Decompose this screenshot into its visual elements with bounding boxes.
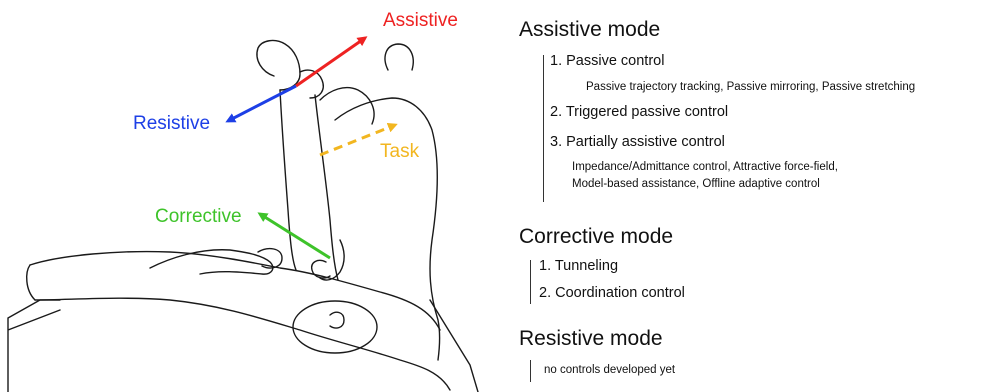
patient-left-leg: [26, 264, 36, 301]
corrective-mode-title: Corrective mode: [519, 225, 674, 248]
task-arrow: [319, 122, 398, 157]
resistive-mode-bar: [530, 360, 531, 382]
partially-assistive-details-line2: Model-based assistance, Offline adaptive…: [572, 178, 820, 190]
patient-torso: [29, 250, 441, 331]
tunneling-item: 1. Tunneling: [539, 258, 619, 274]
therapist-arm-up: [319, 86, 375, 125]
raised-leg-back: [314, 94, 339, 281]
corrective-label: Corrective: [155, 206, 242, 227]
resistive-mode-note: no controls developed yet: [544, 364, 676, 376]
triggered-passive-control-item: 2. Triggered passive control: [550, 104, 729, 120]
bed-outline: [7, 299, 61, 392]
passive-control-details: Passive trajectory tracking, Passive mir…: [586, 81, 916, 93]
patient-head: [292, 300, 378, 354]
patient-lower-body: [34, 297, 451, 391]
rehabilitation-illustration: [7, 36, 479, 392]
assistive-mode-bar: [543, 55, 544, 202]
raised-leg-front: [279, 89, 297, 271]
therapist-hand-top: [299, 69, 324, 99]
assistive-arrow: [295, 36, 368, 88]
therapist-head: [384, 43, 414, 71]
bed-right-edge: [429, 299, 479, 392]
resistive-label: Resistive: [133, 113, 211, 134]
resistive-mode-title: Resistive mode: [519, 327, 663, 350]
assistive-mode-title: Assistive mode: [519, 18, 661, 41]
therapist-arm-low: [319, 239, 345, 281]
raised-foot: [256, 39, 301, 91]
passive-control-item: 1. Passive control: [550, 53, 665, 69]
partially-assistive-control-item: 3. Partially assistive control: [550, 134, 725, 150]
therapist-body: [334, 97, 441, 361]
coordination-control-item: 2. Coordination control: [539, 285, 685, 301]
corrective-mode-bar: [530, 260, 531, 304]
assistive-label: Assistive: [383, 10, 458, 31]
corrective-arrow: [257, 212, 331, 260]
resistive-arrow: [225, 84, 297, 123]
partially-assistive-details-line1: Impedance/Admittance control, Attractive…: [572, 161, 838, 173]
therapist-hand-low: [311, 259, 331, 279]
patient-arm: [149, 249, 274, 275]
patient-hand: [257, 247, 283, 269]
task-label: Task: [380, 141, 420, 162]
patient-ear: [329, 311, 345, 329]
